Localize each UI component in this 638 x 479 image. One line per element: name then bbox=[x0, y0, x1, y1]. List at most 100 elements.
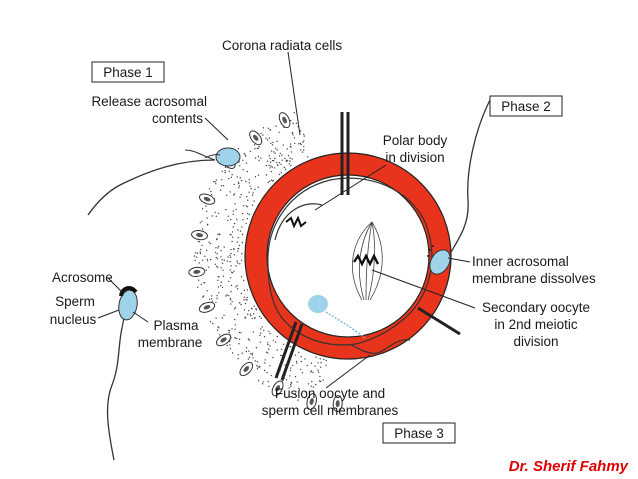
corona-stipple-dot bbox=[251, 354, 253, 356]
corona-stipple-dot bbox=[257, 174, 260, 176]
corona-stipple-dot bbox=[248, 191, 250, 193]
corona-stipple-dot bbox=[212, 322, 214, 325]
corona-stipple-dot bbox=[306, 364, 308, 367]
corona-stipple-dot bbox=[293, 137, 296, 139]
corona-stipple-dot bbox=[246, 170, 249, 173]
polar-body bbox=[274, 203, 323, 241]
label-polar-2: in division bbox=[385, 150, 444, 165]
corona-stipple-dot bbox=[220, 185, 223, 187]
corona-stipple-dot bbox=[254, 188, 256, 190]
corona-stipple-dot bbox=[276, 149, 278, 151]
corona-stipple-dot bbox=[325, 364, 327, 366]
label-corona: Corona radiata cells bbox=[222, 38, 342, 53]
corona-stipple-dot bbox=[223, 246, 225, 248]
corona-stipple-dot bbox=[221, 179, 223, 181]
corona-stipple-dot bbox=[236, 285, 238, 287]
corona-stipple-dot bbox=[236, 218, 238, 220]
corona-stipple-dot bbox=[247, 358, 250, 360]
corona-stipple-dot bbox=[256, 365, 258, 367]
corona-stipple-dot bbox=[249, 313, 252, 315]
corona-stipple-dot bbox=[246, 206, 249, 208]
corona-stipple-dot bbox=[274, 152, 276, 154]
corona-stipple-dot bbox=[217, 286, 220, 288]
sperm-phase2-acrosomal-dots bbox=[427, 245, 434, 257]
corona-stipple-dot bbox=[240, 259, 243, 261]
corona-stipple-dot bbox=[210, 298, 213, 300]
corona-stipple-dot bbox=[271, 144, 274, 146]
corona-stipple-dot bbox=[229, 344, 231, 346]
corona-stipple-dot bbox=[280, 172, 282, 174]
corona-stipple-dot bbox=[221, 317, 224, 319]
corona-stipple-dot bbox=[228, 170, 230, 172]
corona-stipple-dot bbox=[231, 174, 233, 176]
corona-stipple-dot bbox=[257, 147, 260, 150]
corona-stipple-dot bbox=[204, 255, 206, 257]
corona-stipple-dot bbox=[288, 387, 290, 389]
corona-stipple-dot bbox=[234, 306, 237, 309]
corona-stipple-dot bbox=[206, 258, 208, 260]
corona-stipple-dot bbox=[267, 343, 269, 346]
corona-stipple-dot bbox=[257, 186, 259, 188]
corona-stipple-dot bbox=[202, 259, 204, 261]
corona-stipple-dot bbox=[282, 343, 285, 345]
corona-stipple-dot bbox=[318, 380, 321, 382]
corona-stipple-dot bbox=[292, 364, 294, 367]
corona-stipple-dot bbox=[240, 179, 243, 182]
corona-stipple-dot bbox=[298, 143, 300, 145]
corona-stipple-dot bbox=[260, 132, 262, 135]
corona-stipple-dot bbox=[300, 143, 302, 146]
corona-stipple-dot bbox=[268, 330, 270, 332]
corona-stipple-dot bbox=[240, 332, 242, 334]
corona-stipple-dot bbox=[299, 142, 301, 145]
corona-stipple-dot bbox=[248, 178, 250, 181]
corona-cell-nucleus bbox=[282, 116, 287, 124]
corona-stipple-dot bbox=[310, 385, 312, 387]
corona-stipple-dot bbox=[300, 368, 302, 371]
corona-stipple-dot bbox=[218, 276, 220, 278]
corona-stipple-dot bbox=[248, 213, 250, 216]
corona-stipple-dot bbox=[320, 380, 322, 383]
author-credit: Dr. Sherif Fahmy bbox=[509, 458, 629, 475]
corona-stipple-dot bbox=[206, 217, 208, 219]
corona-stipple-dot bbox=[205, 210, 208, 213]
corona-stipple-dot bbox=[259, 315, 261, 318]
corona-stipple-dot bbox=[253, 313, 255, 315]
corona-stipple-dot bbox=[264, 362, 266, 364]
corona-stipple-dot bbox=[258, 145, 260, 148]
corona-stipple-dot bbox=[217, 245, 220, 248]
corona-stipple-dot bbox=[246, 195, 248, 198]
corona-stipple-dot bbox=[221, 286, 224, 289]
corona-stipple-dot bbox=[229, 260, 231, 263]
corona-stipple-dot bbox=[252, 192, 254, 194]
corona-stipple-dot bbox=[270, 374, 272, 377]
corona-stipple-dot bbox=[245, 298, 247, 300]
corona-stipple-dot bbox=[232, 210, 235, 212]
corona-stipple-dot bbox=[209, 321, 212, 323]
corona-stipple-dot bbox=[205, 269, 207, 271]
corona-stipple-dot bbox=[230, 284, 233, 287]
corona-stipple-dot bbox=[214, 251, 217, 254]
corona-stipple-dot bbox=[240, 194, 242, 196]
corona-stipple-dot bbox=[284, 157, 286, 160]
corona-stipple-dot bbox=[258, 159, 260, 162]
sperm-nucleus-inside bbox=[308, 295, 328, 313]
corona-stipple-dot bbox=[210, 190, 212, 193]
corona-stipple-dot bbox=[258, 365, 261, 368]
corona-stipple-dot bbox=[325, 359, 327, 362]
corona-stipple-dot bbox=[225, 208, 227, 211]
corona-stipple-dot bbox=[221, 259, 223, 261]
corona-stipple-dot bbox=[276, 335, 278, 338]
corona-stipple-dot bbox=[223, 259, 225, 261]
corona-stipple-dot bbox=[320, 362, 322, 364]
corona-stipple-dot bbox=[250, 188, 252, 190]
corona-stipple-dot bbox=[304, 391, 306, 393]
label-sperm-2: nucleus bbox=[50, 312, 97, 327]
corona-stipple-dot bbox=[241, 352, 243, 354]
corona-stipple-dot bbox=[230, 265, 232, 267]
corona-stipple-dot bbox=[300, 360, 302, 363]
corona-stipple-dot bbox=[276, 349, 278, 351]
corona-stipple-dot bbox=[303, 140, 305, 142]
corona-stipple-dot bbox=[217, 212, 220, 214]
corona-stipple-dot bbox=[228, 329, 230, 332]
oocyte-membrane bbox=[267, 177, 433, 346]
